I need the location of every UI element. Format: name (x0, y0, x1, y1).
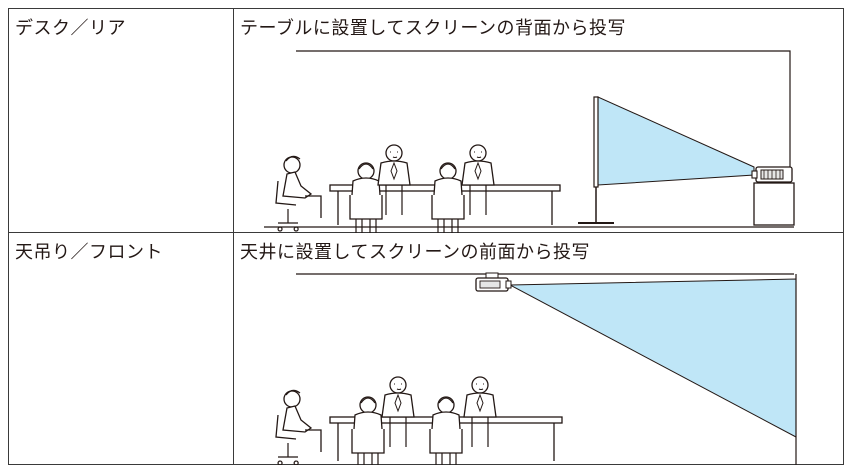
description-text: 天井に設置してスクリーンの前面から投写 (240, 242, 591, 263)
table-row: 天吊り／フロント 天井に設置してスクリーンの前面から投写 (8, 232, 844, 465)
description-cell: 天井に設置してスクリーンの前面から投写 (233, 232, 844, 465)
description-text: テーブルに設置してスクリーンの背面から投写 (240, 18, 626, 39)
mode-label: 天吊り／フロント (15, 242, 163, 263)
table-row: デスク／リア テーブルに設置してスクリーンの背面から投写 (8, 8, 844, 233)
installation-table: デスク／リア テーブルに設置してスクリーンの背面から投写 (8, 8, 844, 465)
description-cell: テーブルに設置してスクリーンの背面から投写 (233, 8, 844, 233)
ceiling-front-illustration (275, 272, 797, 465)
desk-rear-illustration (264, 50, 795, 233)
mode-cell: デスク／リア (8, 8, 234, 233)
mode-cell: 天吊り／フロント (8, 232, 234, 465)
mode-label: デスク／リア (15, 18, 126, 39)
